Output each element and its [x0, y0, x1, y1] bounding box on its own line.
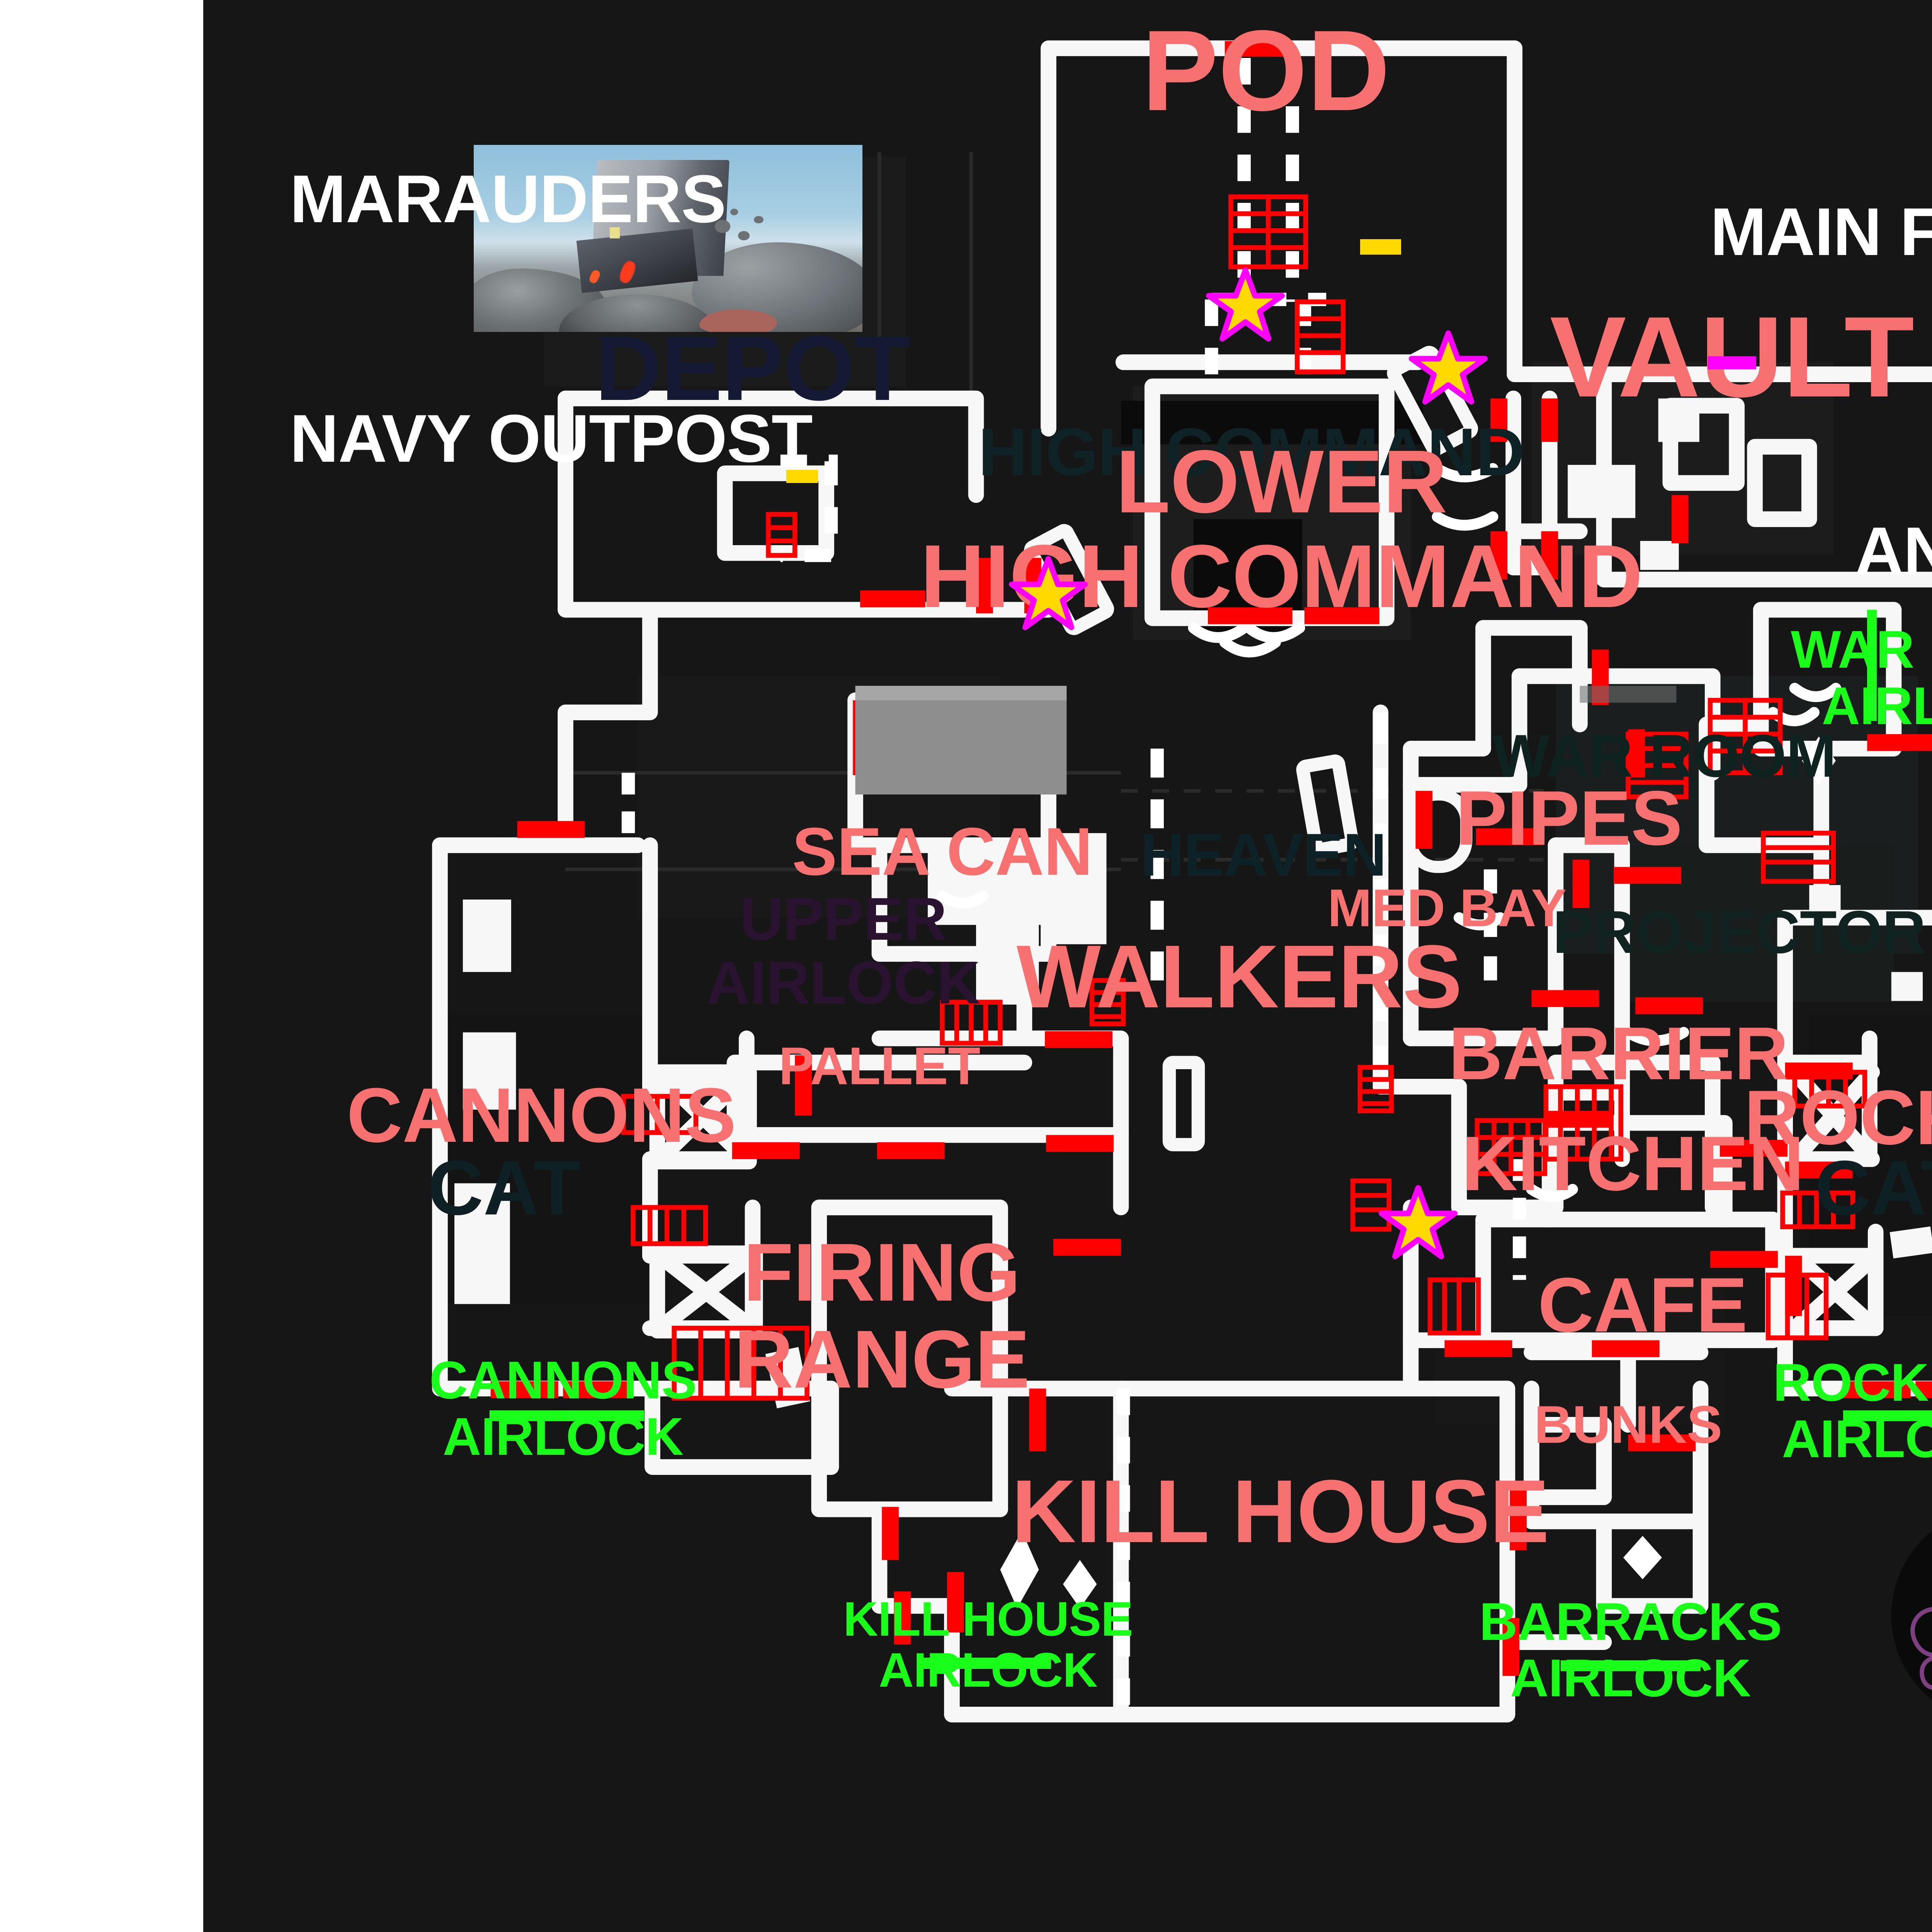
ghost-label-cat-7: CAT — [1815, 1145, 1932, 1231]
ghost-label-cat-6: CAT — [427, 1145, 580, 1231]
octopus-icon — [1891, 1531, 1932, 1701]
airlock-bar-cannons — [489, 1410, 644, 1421]
grey-ramp — [855, 685, 1067, 795]
poster-title: MARAUDERS NAVY OUTPOST — [290, 0, 813, 638]
poster-title-line2: NAVY OUTPOST — [290, 401, 813, 476]
ghost-label-high-command-1: HIGH COMMAND — [978, 415, 1525, 490]
ghost-label-war-room-4: WAR ROOM — [1492, 722, 1837, 790]
door-arcs — [937, 463, 1842, 1202]
extract-star-marker — [1206, 265, 1285, 345]
ghost-label-projector-5: PROJECTOR — [1553, 899, 1926, 966]
ghost-label-depot-0: DEPOT — [595, 317, 910, 420]
floor-subtitle-and: AND — [1855, 514, 1932, 589]
floor-subtitle-line1: MAIN FLOOR — [1710, 194, 1932, 270]
room-label-pod: POD — [1142, 6, 1390, 134]
floor-subtitle: MAIN FLOOR AND MIDDLE — [1710, 33, 1932, 831]
room-label-kill-house: KILL HOUSE — [1011, 1462, 1549, 1562]
room-label-pallet: PALLET — [779, 1037, 980, 1096]
extract-star-marker — [1408, 328, 1488, 408]
airlock-bar-rockets — [1843, 1410, 1932, 1421]
grey-catwalk — [1580, 685, 1677, 703]
map-canvas: MARAUDERS NAVY OUTPOST MAIN FLOOR AND MI… — [203, 0, 1932, 1932]
ghost-label-heaven-3: HEAVEN — [1140, 821, 1387, 889]
extract-star-marker — [1009, 554, 1088, 634]
airlock-label-war-room-airlock: WAR ROOMAIRLOCK — [1791, 620, 1932, 736]
room-label-bunks: BUNKS — [1534, 1395, 1722, 1455]
room-label-rockets: ROCKETS — [1744, 1075, 1932, 1161]
room-label-med-bay: MED BAY — [1327, 879, 1566, 938]
furniture-solid — [454, 398, 1932, 1408]
room-label-sea-can: SEA CAN — [792, 814, 1093, 890]
poster-title-line1: MARAUDERS — [290, 162, 726, 237]
room-label-cannons: CANNONS — [347, 1072, 736, 1159]
room-label-barrier: BARRIER — [1448, 1012, 1789, 1095]
room-label-kitchen: KITCHEN — [1462, 1121, 1804, 1207]
vault-marker-bar — [1708, 356, 1756, 370]
outpost-artwork-thumbnail — [474, 145, 863, 332]
floorplan-svg — [432, 40, 1932, 1723]
airlock-bar-barracks — [1560, 1660, 1701, 1671]
room-label-pipes: PIPES — [1456, 775, 1682, 862]
airlock-bar-kill-house — [920, 1658, 1051, 1669]
loot-marker-bar — [1360, 239, 1401, 255]
room-label-cafe: CAFE — [1537, 1262, 1748, 1348]
room-label-walkers: WALKERS — [1016, 927, 1462, 1027]
airlock-bar-war-room — [1867, 610, 1877, 721]
red-doors — [490, 41, 1932, 1676]
extract-star-marker — [1378, 1183, 1458, 1263]
floor-subtitle-line2: AND MIDDLE — [1710, 432, 1932, 672]
loot-marker-bar — [786, 469, 818, 483]
debris-diamonds — [1000, 736, 1836, 1609]
